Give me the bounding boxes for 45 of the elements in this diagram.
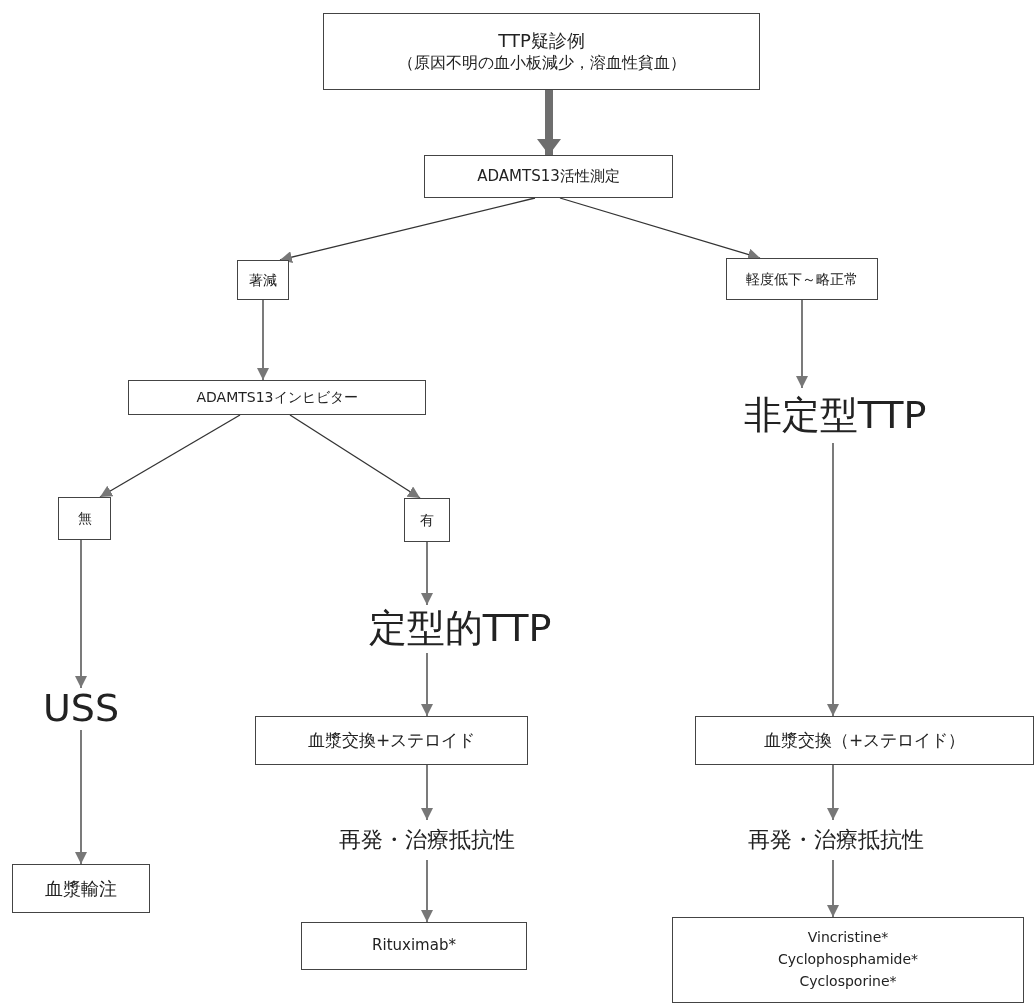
process-box — [726, 258, 878, 300]
process-box — [128, 380, 426, 415]
box-text: ADAMTS13インヒビター — [196, 388, 358, 407]
box-text: 著減 — [249, 270, 277, 290]
arrow — [75, 539, 87, 689]
flow-label: 非定型TTP — [728, 388, 942, 443]
arrow — [75, 729, 87, 865]
process-box — [301, 922, 527, 970]
process-box — [255, 716, 528, 765]
flow-label: USS — [31, 688, 131, 730]
arrow — [257, 299, 269, 381]
flow-label: 再発・治療抵抗性 — [716, 820, 956, 860]
flow-label: 再発・治療抵抗性 — [307, 820, 547, 860]
process-box — [12, 864, 150, 913]
arrow — [421, 541, 433, 606]
arrow — [796, 299, 808, 389]
box-subtext: （原因不明の血小板減少，溶血性貧血） — [397, 52, 686, 74]
box-text: Rituximab* — [372, 936, 456, 956]
process-box — [323, 13, 760, 90]
arrow — [827, 764, 839, 821]
process-box — [672, 917, 1024, 1003]
arrow — [827, 442, 839, 717]
arrow — [827, 859, 839, 918]
process-box — [424, 155, 673, 198]
box-text: 血漿交換+ステロイド — [307, 729, 476, 752]
process-box — [58, 497, 111, 540]
box-text: TTP疑診例 — [498, 29, 585, 53]
process-box — [695, 716, 1034, 765]
arrow — [99, 414, 241, 498]
arrow — [289, 414, 421, 499]
thick-arrow — [537, 90, 561, 155]
arrow — [421, 764, 433, 821]
box-text: 血漿輸注 — [45, 876, 117, 901]
box-text: 軽度低下～略正常 — [746, 269, 858, 289]
box-text: 無 — [77, 509, 92, 528]
flow-label: 定型的TTP — [340, 605, 580, 653]
box-text: 有 — [420, 510, 434, 530]
arrow — [279, 197, 536, 263]
box-text: ADAMTS13活性測定 — [477, 166, 620, 187]
arrow — [421, 652, 433, 717]
process-box — [404, 498, 450, 542]
process-box — [237, 260, 289, 300]
box-text: Vincristine* Cyclophosphamide* Cyclosporine* — [776, 928, 920, 991]
arrow — [421, 859, 433, 923]
box-text: 血漿交換（+ステロイド） — [763, 729, 966, 752]
